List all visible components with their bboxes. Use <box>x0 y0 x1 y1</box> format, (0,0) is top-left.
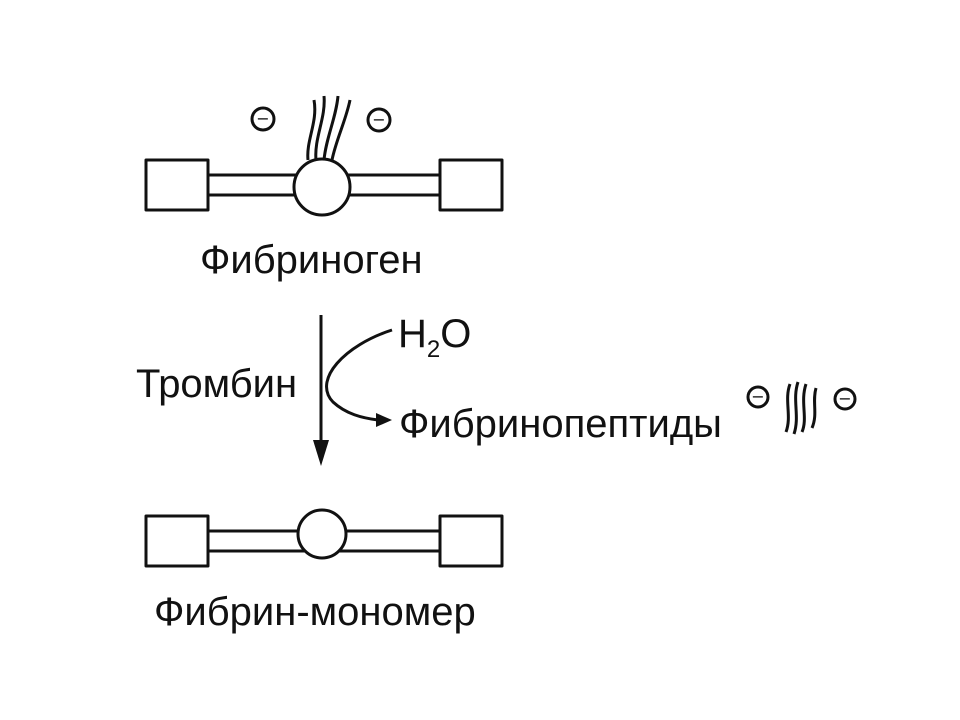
negative-charge-icon: − <box>250 106 276 132</box>
negative-charge-icon: − <box>366 107 392 133</box>
fibrinogen-molecule: − − <box>144 95 504 217</box>
arrow-right-icon <box>376 413 392 427</box>
reaction-arrow <box>313 315 329 466</box>
fibrin-monomer-label: Фибрин-мономер <box>154 590 476 634</box>
side-reaction-arrow <box>325 328 393 427</box>
water-formula: H2O <box>398 314 471 362</box>
fibrinopeptides-symbol: − − <box>746 381 857 435</box>
negative-charge-icon: − <box>833 387 857 411</box>
charge-symbol: − <box>256 109 269 128</box>
fibrin-left-domain <box>144 514 210 568</box>
fibrinogen-left-domain <box>144 158 210 212</box>
water-formula-tail: O <box>440 312 472 356</box>
water-formula-subscript: 2 <box>426 336 441 363</box>
fibrinogen-central-domain <box>292 157 352 217</box>
negative-charge-icon: − <box>746 385 770 409</box>
charge-symbol: − <box>751 387 764 406</box>
thrombin-label: Тромбин <box>136 362 298 406</box>
fibrinogen-peptide-strands <box>306 95 352 161</box>
charge-symbol: − <box>838 389 851 408</box>
fibrinopeptides-label: Фибринопептиды <box>399 402 722 446</box>
fibrinogen-right-domain <box>438 158 504 212</box>
fibrin-central-domain <box>296 508 348 560</box>
charge-symbol: − <box>372 110 385 129</box>
water-formula-main: H <box>398 312 427 356</box>
fibrin-monomer-molecule <box>144 508 504 568</box>
arrow-down-icon <box>313 440 329 466</box>
fibrinogen-label: Фибриноген <box>200 238 423 282</box>
peptide-strands <box>784 381 818 435</box>
fibrin-right-domain <box>438 514 504 568</box>
